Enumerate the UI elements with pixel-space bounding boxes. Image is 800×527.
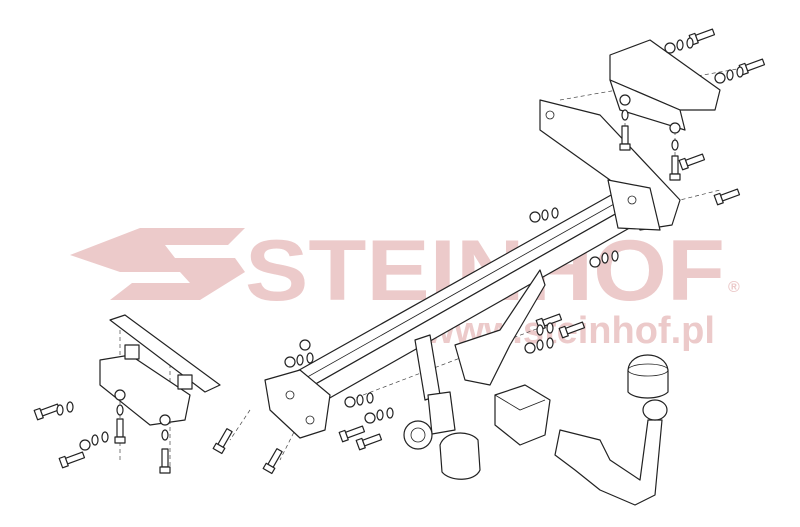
coupling-housing — [494, 384, 551, 446]
bolt-icon — [114, 418, 126, 444]
bolt-icon — [338, 425, 366, 443]
bolt-icon — [738, 58, 766, 76]
right-side-bracket — [609, 39, 721, 131]
washer-icon — [546, 337, 554, 349]
socket-cover — [439, 432, 481, 480]
washer-icon — [366, 392, 374, 404]
bolt-icon — [558, 321, 586, 339]
washer-icon — [356, 394, 364, 406]
washer-icon — [551, 207, 559, 219]
nut-icon — [524, 342, 536, 354]
bolt-icon — [58, 451, 86, 469]
watermark-registered: ® — [728, 279, 740, 296]
washer-icon — [101, 431, 109, 443]
washer-icon — [536, 339, 544, 351]
fasteners — [33, 28, 766, 475]
washer-icon — [66, 401, 74, 413]
bolt-icon — [688, 28, 716, 46]
nut-icon — [159, 414, 171, 426]
bolt-icon — [262, 448, 283, 475]
washer-icon — [736, 66, 744, 78]
nut-icon — [79, 439, 91, 451]
nut-icon — [589, 256, 601, 268]
tow-ball — [627, 354, 669, 399]
washer-icon — [296, 354, 304, 366]
washer-icon — [306, 352, 314, 364]
nut-icon — [299, 339, 311, 351]
nut-icon — [619, 94, 631, 106]
nut-icon — [114, 389, 126, 401]
bolt-icon — [212, 428, 233, 455]
left-mounting-bracket — [264, 369, 331, 439]
washer-icon — [686, 37, 694, 49]
washer-icon — [536, 324, 544, 336]
steinhof-logo-swoosh — [70, 228, 245, 300]
nut-icon — [344, 396, 356, 408]
washer-icon — [541, 209, 549, 221]
washer-icon — [611, 250, 619, 262]
nut-icon — [529, 211, 541, 223]
washer-icon — [91, 434, 99, 446]
tow-ball-neck — [554, 399, 668, 506]
nut-icon — [664, 42, 676, 54]
washer-icon — [676, 39, 684, 51]
washer-icon — [376, 409, 384, 421]
left-side-bracket — [99, 314, 221, 426]
bolt-icon — [159, 448, 171, 474]
washer-icon — [726, 69, 734, 81]
right-mounting-bracket — [539, 99, 681, 231]
nut-icon — [669, 122, 681, 134]
bolt-icon — [713, 188, 741, 206]
nut-icon — [714, 72, 726, 84]
socket-plate — [403, 391, 456, 450]
bolt-icon — [33, 403, 61, 421]
washer-icon — [671, 139, 679, 151]
nut-icon — [284, 356, 296, 368]
washer-icon — [601, 252, 609, 264]
bolt-icon — [669, 155, 681, 181]
washer-icon — [116, 404, 124, 416]
washer-icon — [546, 322, 554, 334]
washer-icon — [161, 429, 169, 441]
washer-icon — [56, 404, 64, 416]
bolt-icon — [619, 125, 631, 151]
bolt-icon — [678, 153, 706, 171]
bolt-icon — [355, 433, 383, 451]
nut-icon — [364, 412, 376, 424]
washer-icon — [386, 407, 394, 419]
washer-icon — [621, 109, 629, 121]
